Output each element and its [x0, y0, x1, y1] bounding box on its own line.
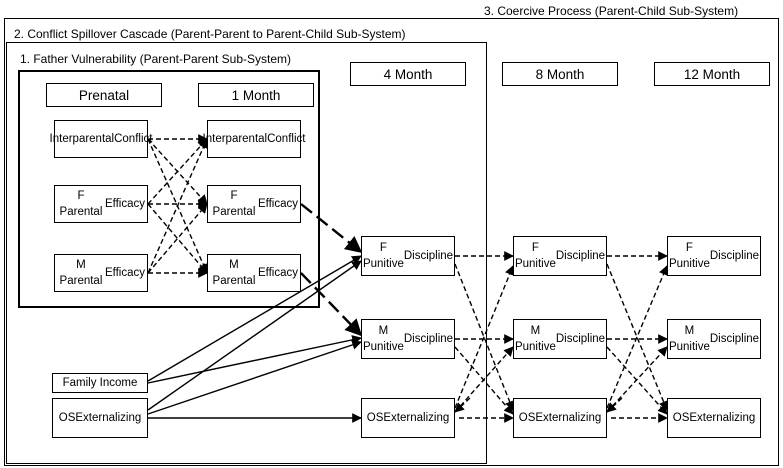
path-8m-to-12m-fpd-to-os — [606, 263, 669, 411]
spillover-cascade-frame — [6, 42, 487, 464]
header-4-month: 4 Month — [350, 62, 466, 86]
header-1-month: 1 Month — [198, 83, 314, 107]
path-os0-to-4m-fpd — [147, 260, 362, 411]
path-4m-to-8m-os-to-fpd — [454, 265, 515, 409]
path-1m-fpe-to-4m-fpd — [300, 203, 363, 254]
path-4m-os-back — [454, 397, 471, 413]
path-income-to-4m-mpd — [147, 335, 362, 384]
header-12-month: 12 Month — [654, 62, 770, 86]
path-8m-os-back — [606, 397, 623, 413]
path-4m-to-8m-fpd-to-os — [454, 263, 515, 411]
coercive-process-frame — [4, 18, 779, 466]
path-prenatal-1-to-1-month-2 — [147, 203, 208, 274]
path-prenatal-2-to-1-month-1 — [147, 203, 208, 274]
father-vulnerability-frame — [18, 70, 320, 308]
family-income: Family Income — [52, 373, 148, 393]
father-vulnerability-title: 1. Father Vulnerability (Parent-Parent S… — [20, 52, 292, 66]
header-8-month: 8 Month — [502, 62, 618, 86]
path-1m-mpe-to-4m-mpd — [300, 272, 363, 337]
header-prenatal: Prenatal — [46, 83, 162, 107]
path-8m-to-12m-os-to-fpd — [606, 265, 669, 409]
spillover-cascade-title: 2. Conflict Spillover Cascade (Parent-Pa… — [14, 27, 406, 41]
path-income-to-4m-fpd — [147, 255, 362, 382]
path-prenatal-2-to-1-month-0 — [147, 138, 208, 274]
path-os0-to-4m-mpd — [147, 340, 362, 415]
coercive-process-title: 3. Coercive Process (Parent-Child Sub-Sy… — [484, 4, 739, 18]
path-4m-to-8m-os-to-mpd — [454, 346, 514, 413]
path-prenatal-1-to-1-month-0 — [147, 138, 208, 205]
path-8m-to-12m-os-to-mpd — [606, 346, 668, 413]
